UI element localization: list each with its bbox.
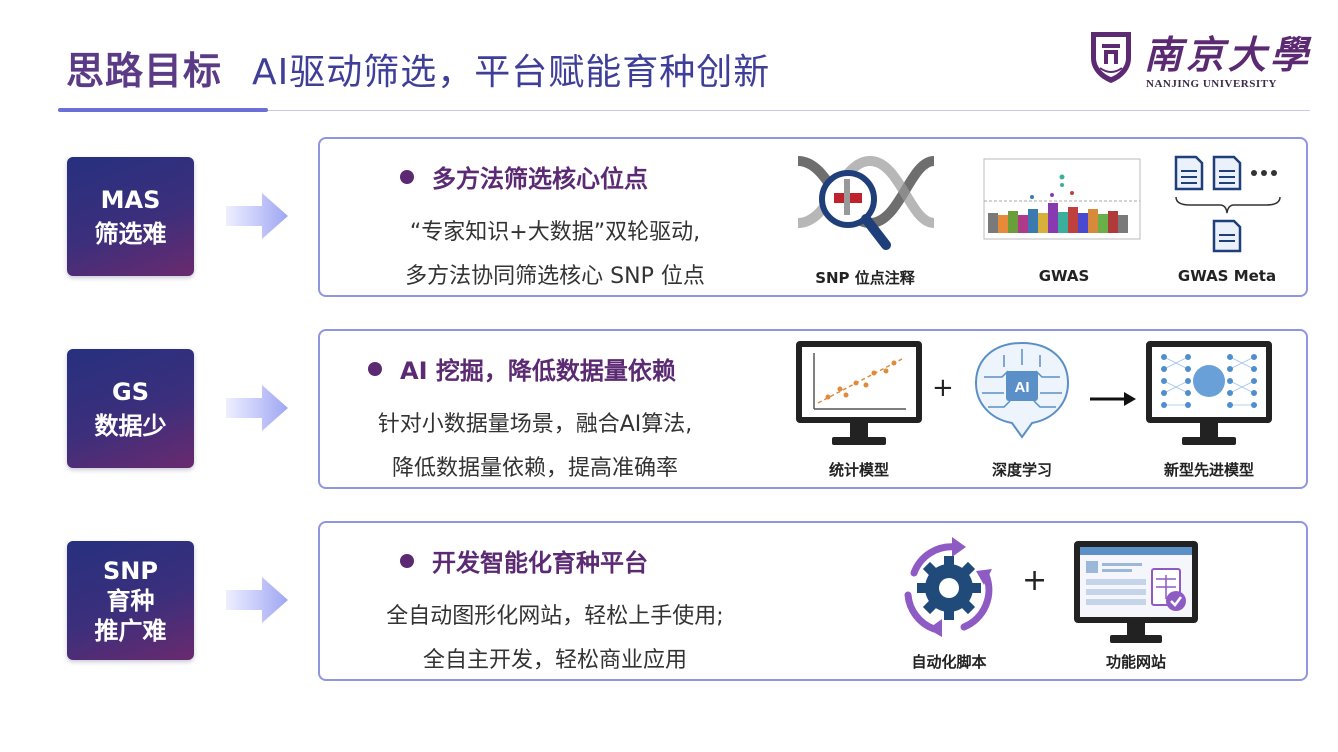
badge-snp: SNP 育种 推广难 [67, 541, 194, 660]
card-body-line: 全自主开发，轻松商业应用 [422, 648, 687, 673]
card-body-line: 降低数据量依赖，提高准确率 [391, 456, 678, 481]
gwas-manhattan-plot-icon [983, 158, 1141, 240]
website-monitor-icon [1074, 541, 1198, 643]
badge-mas: MAS 筛选难 [67, 157, 194, 276]
page-subtitle: AI驱动筛选，平台赋能育种创新 [252, 52, 771, 93]
ai-brain-icon: AI [974, 341, 1070, 439]
logo-chinese-name: 南京大學 [1144, 32, 1313, 77]
card-body-line: 多方法协同筛选核心 SNP 位点 [405, 264, 705, 289]
badge-line: 育种 [106, 586, 155, 615]
badge-line: 推广难 [94, 616, 167, 645]
caption-statistical-model: 统计模型 [828, 461, 889, 479]
badge-line: 筛选难 [94, 219, 167, 248]
card-body-line: “专家知识+大数据”双轮驱动, [409, 220, 701, 245]
card-heading-text: AI 挖掘，降低数据量依赖 [400, 357, 676, 385]
card-heading: 多方法筛选核心位点 [400, 159, 648, 194]
caption-deep-learning: 深度学习 [991, 461, 1052, 479]
caption-automation-script: 自动化脚本 [911, 653, 987, 671]
caption-snp-annotation: SNP 位点注释 [815, 269, 915, 287]
caption-advanced-model: 新型先进模型 [1163, 461, 1254, 479]
card-heading-text: 开发智能化育种平台 [432, 549, 648, 577]
card-gs: AI 挖掘，降低数据量依赖 针对小数据量场景，融合AI算法, 降低数据量依赖，提… [318, 329, 1308, 489]
bullet-dot [400, 169, 414, 184]
gwas-meta-documents-icon [1174, 155, 1281, 253]
card-heading: AI 挖掘，降低数据量依赖 [368, 351, 676, 386]
caption-function-website: 功能网站 [1105, 653, 1166, 671]
bullet-dot [368, 361, 382, 376]
page-header: 思路目标 AI驱动筛选，平台赋能育种创新 [66, 40, 770, 100]
card-body-line: 全自动图形化网站，轻松上手使用; [386, 604, 724, 629]
automation-gear-icon [904, 537, 993, 637]
ai-chip-label: AI [1015, 379, 1030, 396]
card-mas: 多方法筛选核心位点 “专家知识+大数据”双轮驱动, 多方法协同筛选核心 SNP … [318, 137, 1308, 297]
badge-line: SNP [103, 556, 158, 585]
card-body-line: 针对小数据量场景，融合AI算法, [377, 412, 693, 437]
university-seal-icon [1091, 32, 1131, 83]
caption-gwas: GWAS [1038, 267, 1090, 285]
advanced-model-monitor-icon [1146, 341, 1272, 445]
badge-line: 数据少 [94, 411, 167, 440]
card-heading-text: 多方法筛选核心位点 [432, 165, 648, 193]
card-snp: 开发智能化育种平台 全自动图形化网站，轻松上手使用; 全自主开发，轻松商业应用 [318, 521, 1308, 681]
logo-english-name: NANJING UNIVERSITY [1146, 78, 1277, 90]
header-divider-accent [58, 108, 268, 112]
badge-gs: GS 数据少 [67, 349, 194, 468]
right-arrow-icon [226, 577, 288, 623]
statistical-model-monitor-icon [796, 341, 922, 445]
badge-line: MAS [100, 185, 161, 214]
right-arrow-icon [226, 193, 288, 239]
bullet-dot [400, 553, 414, 568]
plus-sign: + [932, 373, 954, 403]
page-title: 思路目标 [66, 49, 223, 93]
plus-sign: + [1022, 563, 1048, 598]
card-heading: 开发智能化育种平台 [400, 543, 648, 578]
dna-magnifier-icon [797, 155, 936, 250]
card-body: 针对小数据量场景，融合AI算法, 降低数据量依赖，提高准确率 [320, 403, 750, 491]
header-divider [58, 110, 1310, 111]
right-arrow-icon [226, 385, 288, 431]
badge-line: GS [112, 377, 149, 406]
caption-gwas-meta: GWAS Meta [1177, 267, 1277, 285]
card-body: “专家知识+大数据”双轮驱动, 多方法协同筛选核心 SNP 位点 [340, 211, 770, 299]
card-body: 全自动图形化网站，轻松上手使用; 全自主开发，轻松商业应用 [320, 595, 790, 683]
long-right-arrow-icon [1090, 392, 1136, 406]
university-logo: 南京大學 NANJING UNIVERSITY [1086, 22, 1312, 94]
